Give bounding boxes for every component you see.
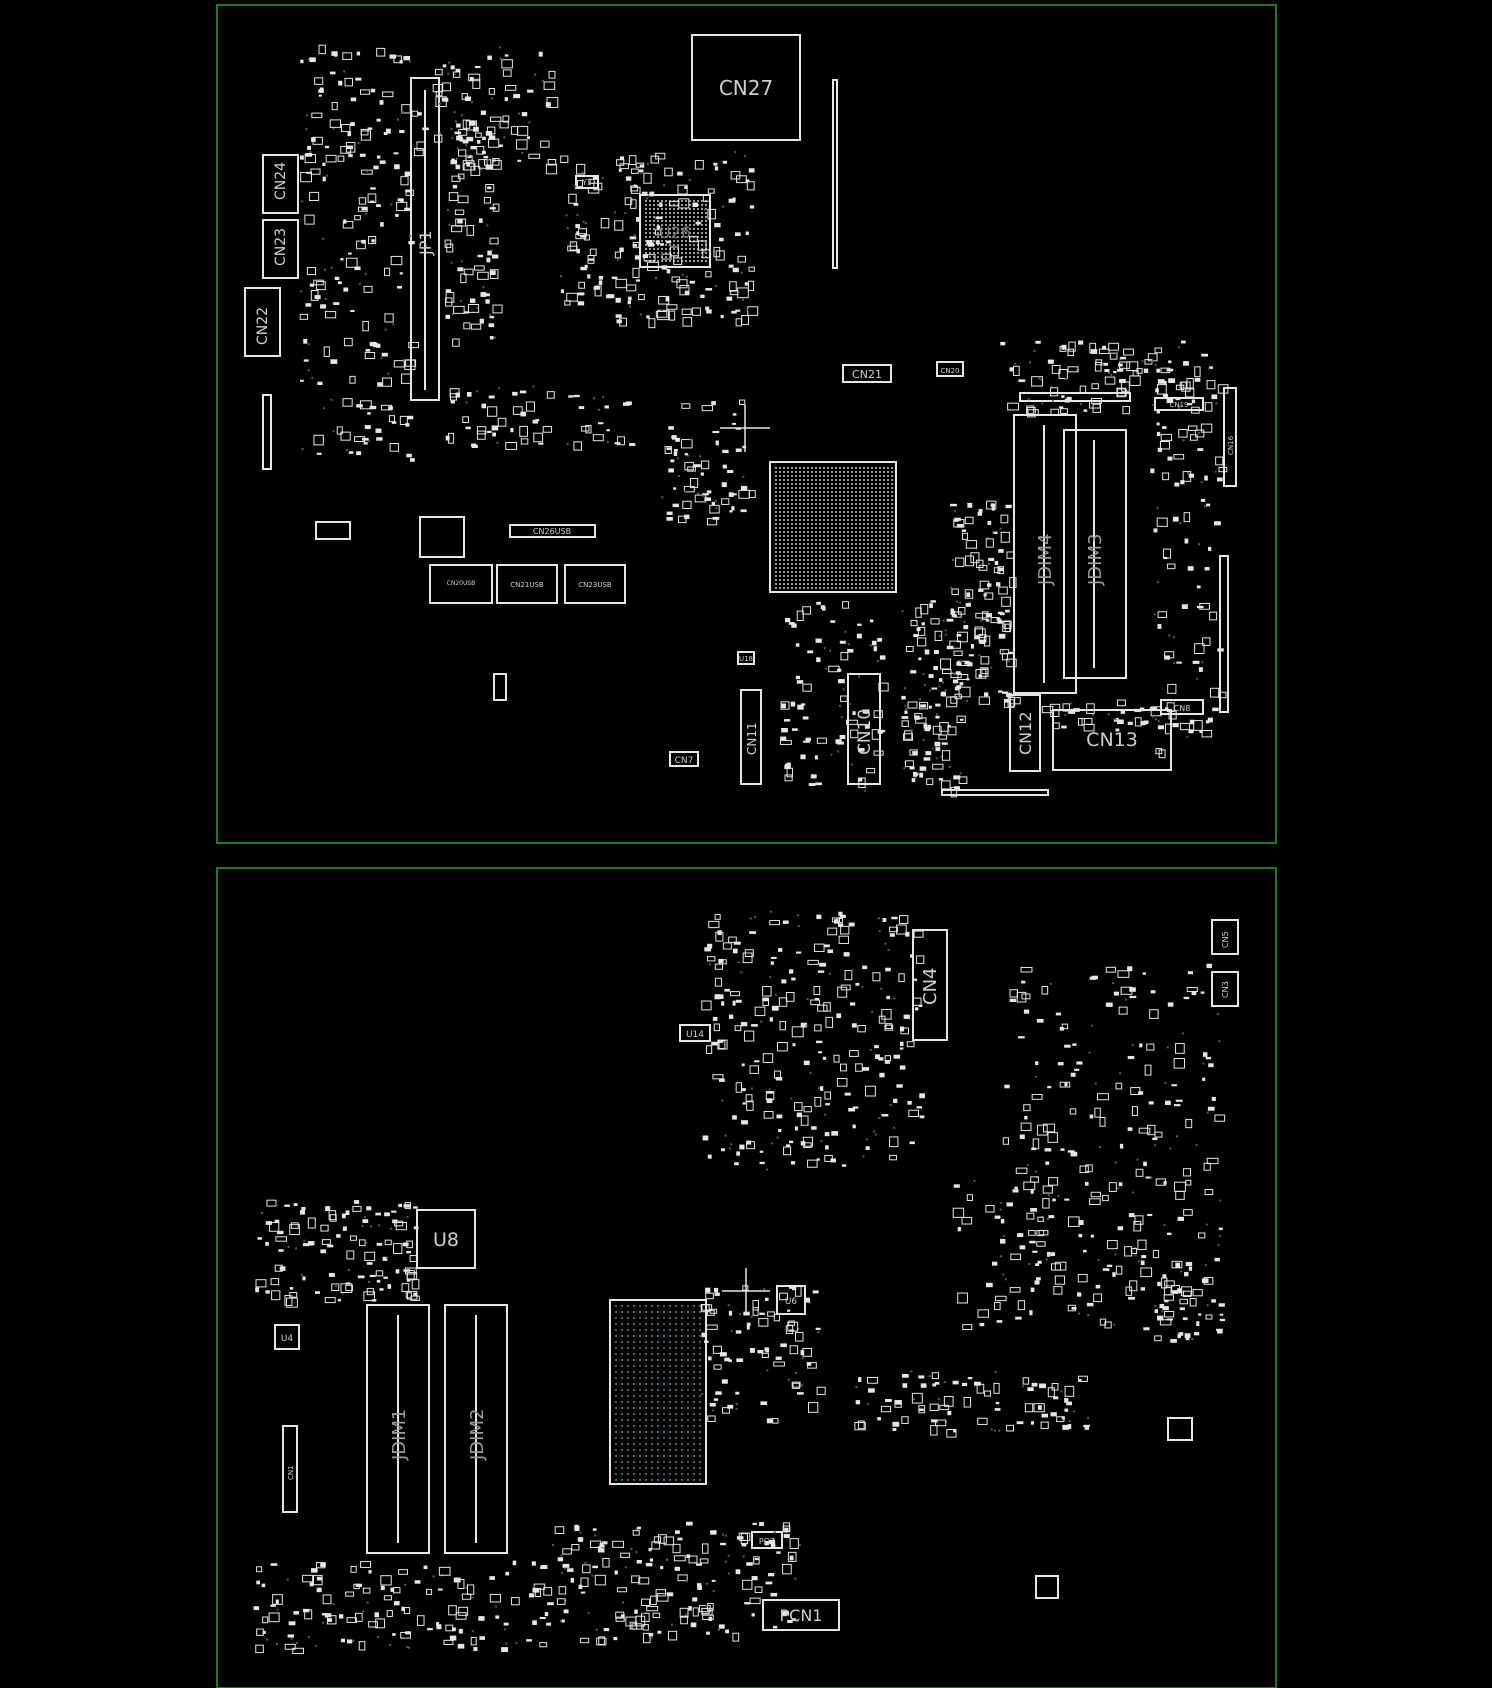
label-cn19: CN19 [1169, 401, 1188, 409]
label-jdim3: JDIM3 [1085, 534, 1106, 586]
label-cn21usb: CN21USB [510, 581, 544, 589]
label-cn8: CN8 [1174, 704, 1191, 713]
top-crosshair-marker [720, 405, 770, 452]
top-side-panel: CN27 U26 JP1 CN24 CN23 CN22 CN21 CN20 CN… [216, 4, 1277, 844]
component-cn21-outline[interactable] [842, 364, 892, 383]
component-cn27-outline[interactable] [691, 34, 801, 141]
label-u14: U14 [686, 1030, 704, 1040]
top-side-small-components [299, 44, 1229, 798]
label-cn23usb: CN23USB [578, 581, 612, 589]
component-cn11-outline[interactable] [740, 689, 762, 785]
cpu-socket-pin-grid [775, 467, 893, 589]
component-cn23-outline[interactable] [262, 219, 299, 279]
bottom-board-outline [216, 867, 1277, 1688]
label-jdim4: JDIM4 [1035, 534, 1056, 586]
component-vertical-strip [832, 79, 838, 269]
label-cn24: CN24 [273, 162, 289, 200]
label-u18: U18 [739, 655, 753, 663]
label-u6: U6 [785, 1297, 798, 1307]
label-cn23: CN23 [273, 228, 289, 266]
label-pcn1: PCN1 [780, 1606, 823, 1625]
pch-ball-grid [615, 1305, 701, 1481]
label-pq7: PQ7 [759, 1537, 775, 1546]
label-cn7: CN7 [675, 756, 694, 766]
bottom-crosshair-marker [722, 1268, 770, 1314]
component-square-pad-outline [419, 516, 465, 558]
label-cn1: CN1 [287, 1465, 295, 1480]
component-cn16-outline[interactable] [1223, 387, 1237, 487]
component-u8-outline[interactable] [416, 1209, 476, 1269]
component-cn20usb-outline[interactable] [429, 564, 493, 604]
component-cn13-outline[interactable] [1052, 709, 1172, 771]
component-cn26usb-outline[interactable] [509, 524, 596, 538]
label-cn22: CN22 [255, 307, 271, 345]
component-cn20-outline[interactable] [936, 361, 964, 377]
component-cn23usb-outline[interactable] [564, 564, 626, 604]
label-u26: U26 [659, 223, 691, 242]
component-top-strip [1019, 392, 1131, 402]
label-y3: Y3 [581, 178, 592, 187]
component-u26-outline[interactable] [639, 194, 711, 268]
label-cn5: CN5 [1221, 931, 1230, 948]
component-u18-outline[interactable] [737, 651, 755, 665]
component-cn1-outline[interactable] [282, 1425, 298, 1513]
component-small-pad-outline [493, 673, 507, 701]
component-square-pad-outline [1035, 1575, 1059, 1599]
label-cn13: CN13 [1086, 729, 1138, 751]
component-cn10-outline[interactable] [847, 673, 881, 785]
label-cn20: CN20 [940, 367, 959, 375]
component-jdim2-outline[interactable] [444, 1304, 508, 1554]
component-left-strip [262, 394, 272, 470]
component-cn12-outline[interactable] [1009, 694, 1041, 772]
label-u8: U8 [433, 1229, 459, 1251]
component-square-pad-outline [1167, 1417, 1193, 1441]
label-cn12: CN12 [1016, 712, 1035, 756]
component-cn24-outline[interactable] [262, 154, 299, 214]
component-cn4-outline[interactable] [912, 929, 948, 1041]
label-cn3: CN3 [1221, 981, 1230, 998]
component-pq7-outline[interactable] [751, 1531, 783, 1549]
label-cn4: CN4 [920, 968, 941, 1006]
component-small-pad-outline [315, 521, 351, 540]
label-u4: U4 [281, 1334, 294, 1344]
component-cpu-socket-outline[interactable] [769, 461, 897, 593]
component-cn7-outline[interactable] [669, 751, 699, 767]
component-jdim3-outline[interactable] [1063, 429, 1127, 679]
component-cn21usb-outline[interactable] [496, 564, 558, 604]
label-cn10: CN10 [855, 709, 875, 755]
component-jdim1-outline[interactable] [366, 1304, 430, 1554]
component-bottom-strip [941, 789, 1049, 796]
component-pcn1-outline[interactable] [762, 1599, 840, 1631]
label-jdim2: JDIM2 [467, 1409, 488, 1461]
component-y3-outline[interactable] [575, 175, 599, 189]
component-right-edge-connector [1219, 555, 1229, 713]
component-jp1-outline[interactable] [410, 77, 440, 401]
component-cn3-outline[interactable] [1211, 971, 1239, 1007]
label-cn16: CN16 [1227, 435, 1235, 455]
bottom-side-panel: CN4 CN5 CN3 U8 U6 U4 U14 JDIM1 JDIM2 PCN… [216, 867, 1277, 1688]
component-pch-outline[interactable] [609, 1299, 707, 1485]
label-cn21: CN21 [852, 368, 882, 381]
label-cn11: CN11 [745, 722, 759, 755]
label-jdim1: JDIM1 [389, 1409, 410, 1461]
label-cn26usb: CN26USB [533, 527, 571, 536]
component-cn22-outline[interactable] [244, 287, 281, 357]
bottom-side-small-components [253, 910, 1226, 1654]
component-u14-outline[interactable] [679, 1024, 711, 1042]
component-cn5-outline[interactable] [1211, 919, 1239, 955]
label-jp1: JP1 [416, 230, 435, 256]
top-board-outline [216, 4, 1277, 844]
component-u4-outline[interactable] [274, 1324, 300, 1350]
label-cn27: CN27 [719, 76, 773, 100]
label-cn20usb: CN20USB [447, 580, 476, 587]
